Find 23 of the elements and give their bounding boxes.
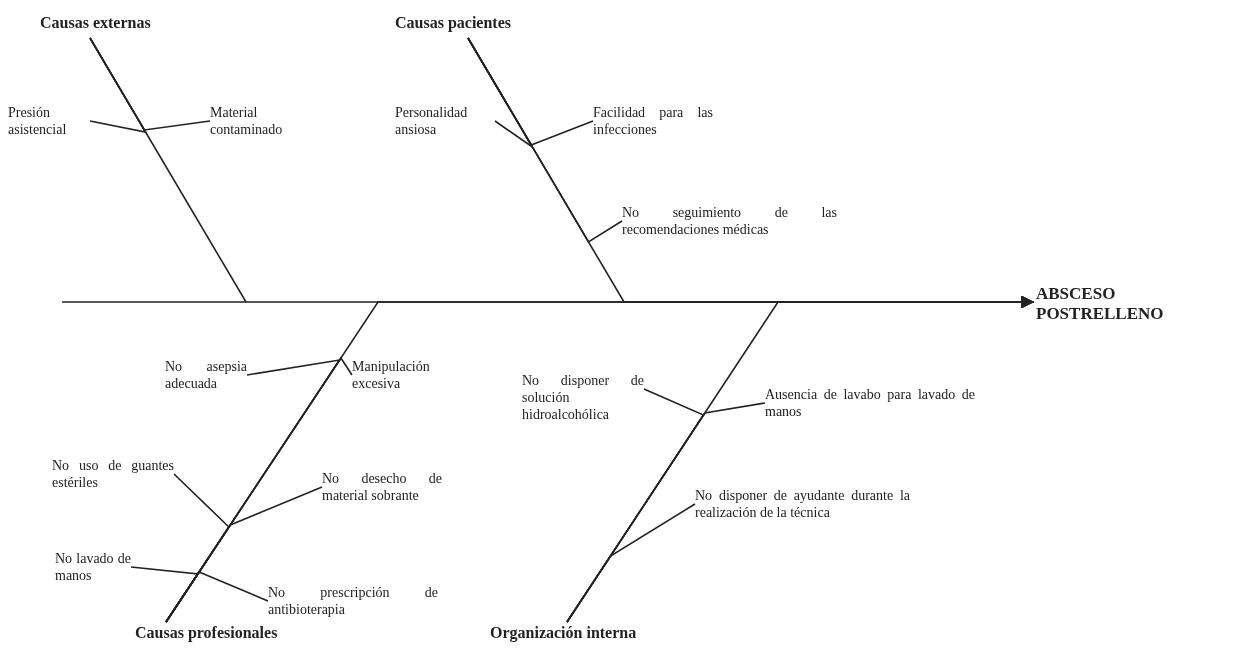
cause-label: No disponer de ayudante durante la realización de la técnica: [695, 487, 910, 521]
cause-label: Presión asistencial: [8, 104, 90, 138]
effect-label: ABSCESO POSTRELLENO: [1036, 284, 1186, 324]
bone-line: [165, 571, 269, 623]
bone-line: [566, 503, 696, 623]
bone-line: [89, 37, 211, 131]
cause-label: No lavado de manos: [55, 550, 131, 584]
category-label: Causas externas: [40, 14, 151, 31]
cause-label: No uso de guantes estériles: [52, 457, 174, 491]
cause-label: No prescripción de antibioterapia: [268, 584, 438, 618]
cause-label: No asepsia adecuada: [165, 358, 247, 392]
cause-label: Material contaminado: [210, 104, 305, 138]
cause-label: Personalidad ansiosa: [395, 104, 495, 138]
bone-line: [467, 37, 623, 244]
category-label: Causas pacientes: [395, 14, 511, 31]
cause-label: No disponer de solución hidroalcohólica: [522, 372, 644, 423]
category-label: Organización interna: [490, 624, 637, 641]
category-label: Causas profesionales: [135, 624, 278, 641]
cause-label: Ausencia de lavabo para lavado de manos: [765, 386, 975, 420]
cause-label: Facilidad para las infecciones: [593, 104, 713, 138]
cause-label: No seguimiento de las recomendaciones médicas: [622, 204, 837, 238]
cause-label: Manipulación excesiva: [352, 358, 452, 392]
cause-label: No desecho de material sobrante: [322, 470, 442, 504]
